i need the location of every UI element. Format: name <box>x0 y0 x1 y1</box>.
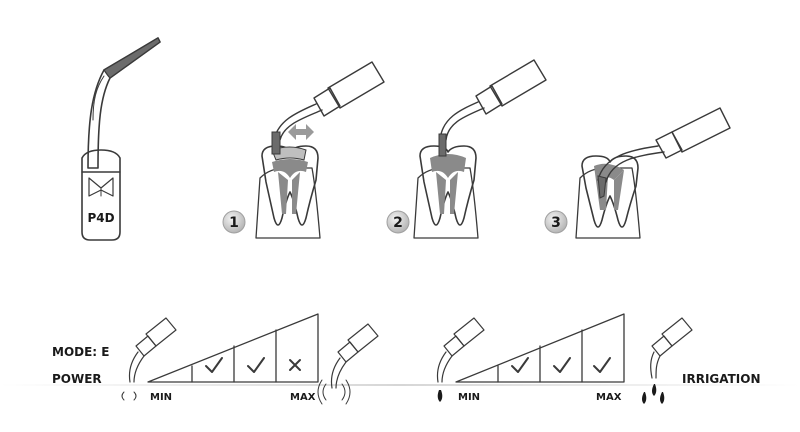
check-mark-icon <box>553 357 571 373</box>
power-min-label: MIN <box>150 392 172 403</box>
handpiece-max-irrigation-icon <box>642 317 693 404</box>
step-badge <box>544 210 568 234</box>
check-mark-icon <box>593 357 611 373</box>
tip-working-end <box>103 37 161 79</box>
ultrasonic-tip-illustration: P4D <box>81 37 161 241</box>
handpiece-min-irrigation-icon <box>436 317 485 402</box>
step-badge <box>222 210 246 234</box>
irrigation-max-label: MAX <box>596 392 622 403</box>
irrigation-scale: MIN MAX <box>436 313 693 404</box>
step-badge <box>386 210 410 234</box>
check-mark-icon <box>247 357 265 373</box>
handpiece-max-icon <box>317 323 379 405</box>
cross-mark-icon <box>289 359 301 371</box>
step-2-number: 2 <box>393 215 403 231</box>
irrigation-label: IRRIGATION <box>682 372 761 386</box>
water-drop-icon <box>437 390 443 402</box>
floor-line <box>0 384 800 386</box>
mode-label: MODE: E <box>52 345 109 359</box>
step-3-number: 3 <box>551 215 561 231</box>
irrigation-min-label: MIN <box>458 392 480 403</box>
step-1-number: 1 <box>229 215 239 231</box>
step-1-illustration: 1 <box>222 61 385 239</box>
check-mark-icon <box>511 357 529 373</box>
power-scale: MIN MAX <box>121 313 379 405</box>
step-2-illustration: 2 <box>386 59 547 239</box>
step-3-illustration: 3 <box>544 107 731 239</box>
check-mark-icon <box>205 357 223 373</box>
power-max-label: MAX <box>290 392 316 403</box>
tip-name-label: P4D <box>87 211 114 225</box>
oscillation-arrows-icon <box>288 124 314 140</box>
handpiece-min-icon <box>121 317 177 401</box>
power-label: POWER <box>52 372 102 386</box>
water-drops-icon <box>642 384 665 404</box>
